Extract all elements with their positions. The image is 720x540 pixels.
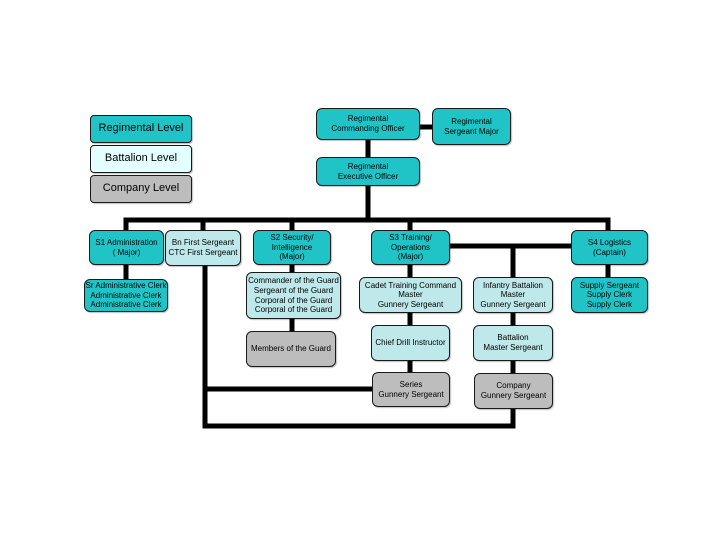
- node-s4-supply-staff: Supply Sergeant Supply Clerk Supply Cler…: [571, 277, 648, 313]
- node-regimental-executive-officer: Regimental Executive Officer: [316, 157, 420, 186]
- node-series-gunnery-sergeant: Series Gunnery Sergeant: [372, 372, 450, 407]
- node-s1-administration: S1 Administration ( Major): [89, 230, 164, 265]
- node-chief-drill-instructor: Chief Drill Instructor: [371, 325, 450, 361]
- node-s2-security-intelligence: S2 Security/ Intelligence (Major): [253, 230, 331, 265]
- node-s1-admin-clerks: Sr Administrative Clerk Administrative C…: [84, 279, 168, 312]
- node-infantry-battalion-master-gunnery-sergeant: Infantry Battalion Master Gunnery Sergea…: [473, 277, 553, 313]
- node-s3-training-operations: S3 Training/ Operations (Major): [371, 230, 450, 265]
- legend-company-level: Company Level: [90, 175, 192, 203]
- node-bn-first-sergeant: Bn First Sergeant CTC First Sergeant: [165, 230, 241, 266]
- legend-regimental-level: Regimental Level: [90, 115, 192, 143]
- legend-battalion-level: Battalion Level: [90, 145, 192, 173]
- node-members-of-the-guard: Members of the Guard: [246, 331, 336, 367]
- node-regimental-sergeant-major: Regimental Sergeant Major: [432, 108, 511, 145]
- node-battalion-master-sergeant: Battalion Master Sergeant: [473, 325, 553, 361]
- node-s2-guard-staff: Commander of the Guard Sergeant of the G…: [246, 272, 341, 319]
- node-s4-logistics: S4 Logistics (Captain): [571, 230, 648, 265]
- node-company-gunnery-sergeant: Company Gunnery Sergeant: [474, 373, 553, 409]
- node-regimental-commanding-officer: Regimental Commanding Officer: [316, 108, 420, 140]
- node-cadet-training-command-master-gunnery-sergeant: Cadet Training Command Master Gunnery Se…: [359, 277, 462, 313]
